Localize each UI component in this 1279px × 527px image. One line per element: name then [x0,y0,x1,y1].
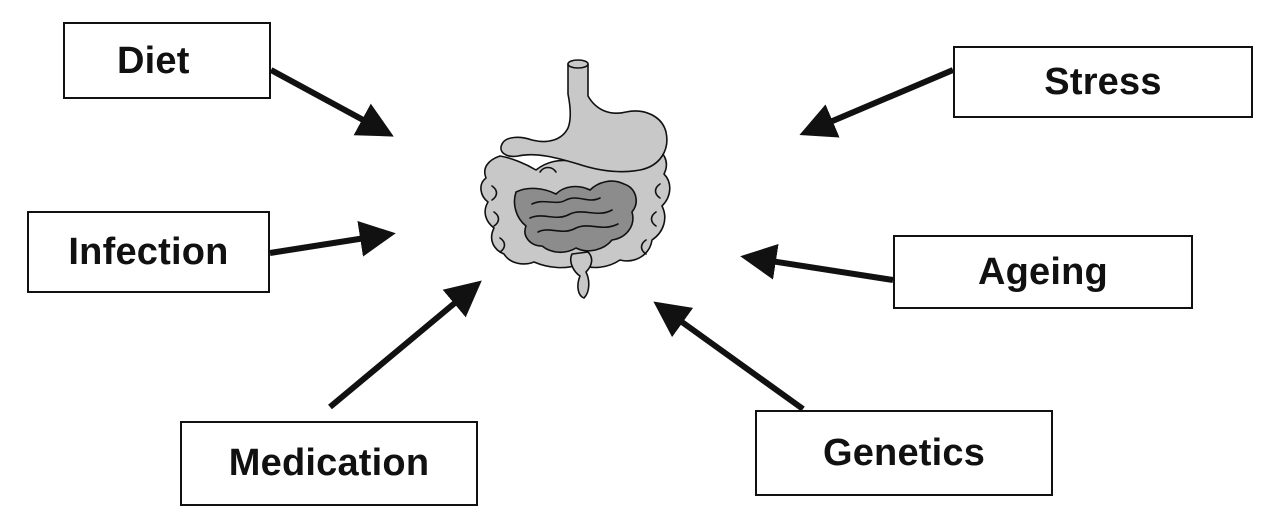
esophagus-opening [567,59,589,69]
arrow-stress [799,67,955,138]
gastrointestinal-tract-icon [480,59,671,299]
factor-label-diet: Diet [117,40,190,82]
colon-shape [480,144,671,269]
factor-label-infection: Infection [68,230,229,273]
factor-label-genetics: Genetics [822,431,986,474]
arrow-ageing [740,243,894,283]
factor-label-ageing: Ageing [978,250,1108,293]
factor-box-stress: Stress [953,46,1253,118]
factor-box-infection: Infection [27,211,270,293]
stomach-shape [500,63,668,173]
arrow-diet [269,67,394,137]
small-intestine-shape [513,180,637,254]
arrow-medication [328,280,482,410]
factor-box-diet: Diet [63,22,271,99]
rectum-shape [569,251,593,299]
factor-box-medication: Medication [180,421,478,506]
factor-label-stress: Stress [1044,60,1162,103]
arrow-genetics [653,301,805,412]
factor-box-ageing: Ageing [893,235,1193,309]
factor-label-medication: Medication [228,442,430,484]
arrow-infection [269,221,396,257]
factor-box-genetics: Genetics [755,410,1053,496]
